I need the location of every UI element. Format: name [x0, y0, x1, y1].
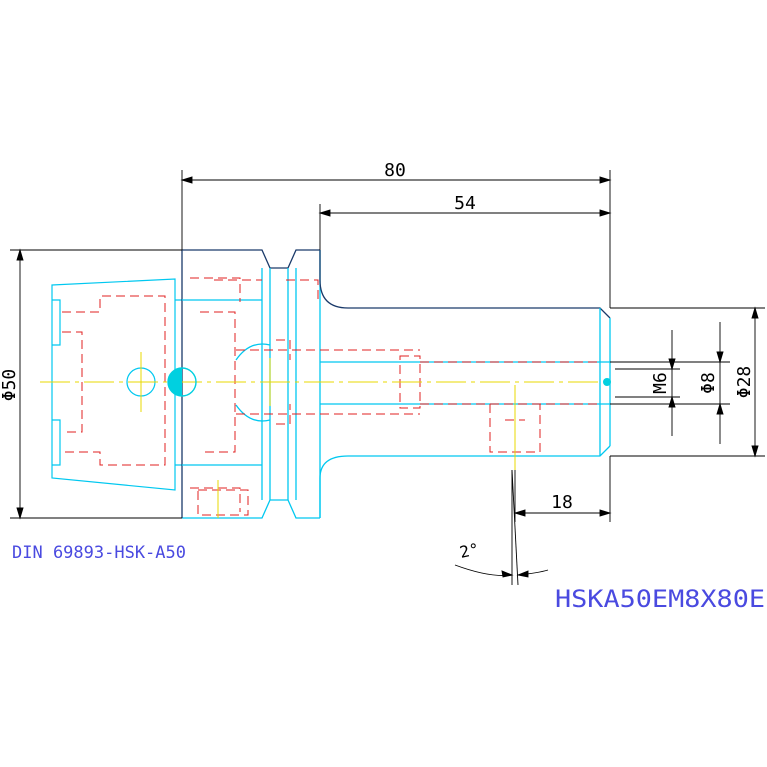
end-marker — [603, 378, 611, 386]
dim-overall-length-label: 80 — [384, 160, 406, 181]
dim-shank-length — [318, 204, 612, 250]
flange-outline — [181, 249, 321, 519]
dim-screw-offset-label: 18 — [551, 492, 573, 513]
datum-marker — [168, 368, 182, 382]
dim-shank-diameter-label: Φ28 — [734, 366, 755, 399]
dim-shank-length-label: 54 — [454, 193, 476, 214]
center-markers — [167, 367, 611, 397]
dim-thread — [615, 330, 680, 436]
center-lines — [40, 352, 612, 518]
shank-outline — [319, 250, 611, 518]
hsk-taper-outline — [51, 278, 182, 491]
dim-shank-diameter — [610, 306, 765, 458]
dim-taper-angle — [454, 469, 549, 586]
dim-taper-angle-label: 2° — [458, 539, 481, 562]
dim-flange-diameter-label: Φ50 — [0, 369, 20, 402]
dim-bore-diameter-label: Φ8 — [698, 372, 719, 394]
dim-screw-offset — [513, 456, 612, 522]
dim-thread-label: M6 — [650, 372, 671, 394]
dim-overall-length — [180, 170, 612, 308]
standard-label: DIN 69893-HSK-A50 — [12, 543, 186, 563]
part-number-label: HSKA50EM8X80E — [555, 585, 765, 613]
dim-flange-diameter — [10, 248, 182, 520]
